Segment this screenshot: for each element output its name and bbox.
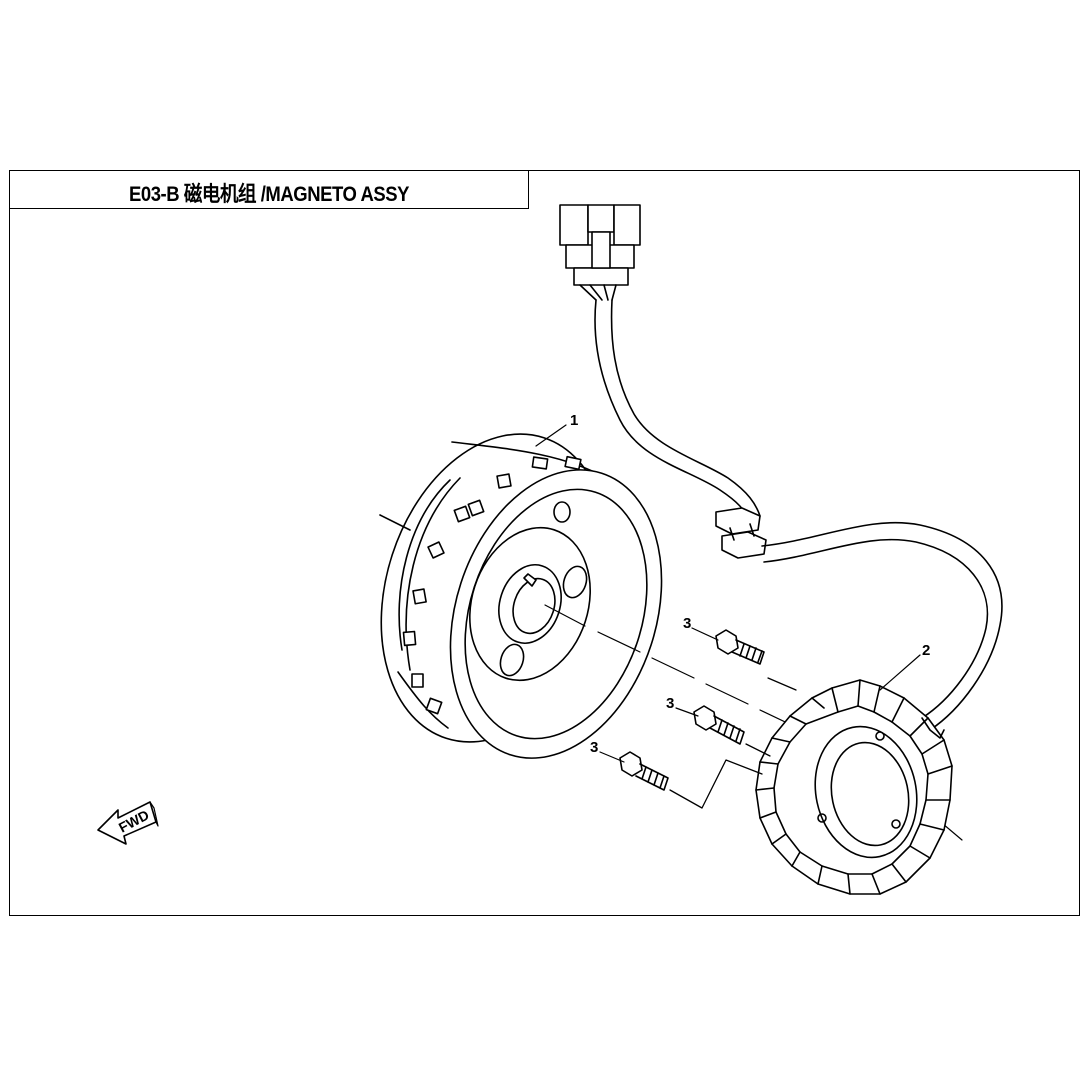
assembly-centre-line — [544, 604, 963, 841]
flange-bolt-bottom — [619, 751, 669, 791]
callout-leaders — [535, 424, 921, 763]
callout-number-1: 1 — [570, 412, 578, 429]
stator-coil — [755, 679, 953, 895]
title-box: E03-B 磁电机组 /MAGNETO ASSY — [9, 170, 529, 209]
wire-grommet — [715, 507, 767, 559]
callout-number-3: 3 — [590, 739, 598, 756]
flange-bolt-top — [715, 629, 765, 665]
bolt-leader-line — [669, 759, 763, 809]
callout-number-3: 3 — [666, 695, 674, 712]
flange-bolt-middle — [693, 705, 745, 745]
callout-number-3: 3 — [683, 615, 691, 632]
diagram-title: E03-B 磁电机组 /MAGNETO ASSY — [128, 183, 410, 206]
callout-number-2: 2 — [922, 642, 930, 659]
connector-plug — [559, 204, 641, 301]
diagram-frame — [9, 170, 1080, 916]
flywheel-rotor — [379, 433, 663, 759]
forward-direction-arrow: FWD — [97, 801, 159, 845]
wire-harness — [559, 204, 1003, 731]
